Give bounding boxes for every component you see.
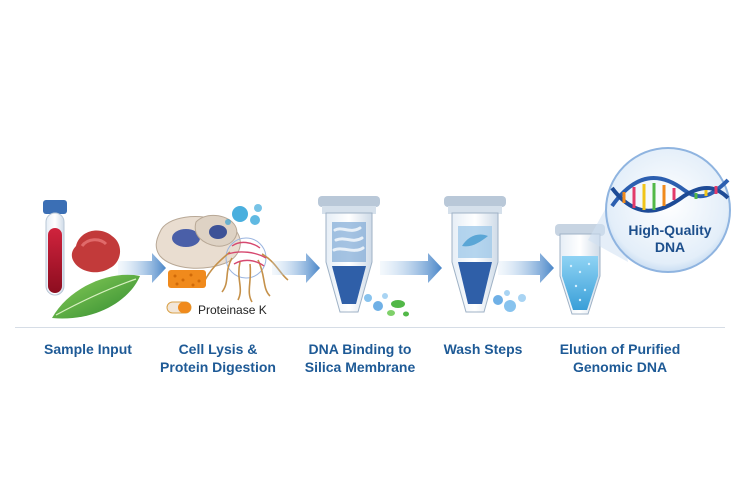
step-label-sample-input: Sample Input [44, 341, 132, 357]
enzyme-label: Proteinase K [198, 303, 267, 317]
tissue-icon [71, 230, 121, 273]
result-bubble-label: High-Quality DNA [628, 222, 712, 255]
collection-tube-icon [555, 224, 605, 315]
enzyme-capsule-icon [166, 301, 192, 314]
arrow-right-icon [498, 253, 554, 283]
droplets-icon [364, 293, 409, 317]
column-tube-icon [318, 196, 380, 313]
column-tube-icon [444, 196, 506, 313]
arrow-right-icon [380, 253, 442, 283]
leaf-icon [52, 274, 140, 319]
enzyme-block-icon [168, 270, 206, 288]
step-label-elution: Elution of Purified Genomic DNA [559, 341, 681, 375]
divider-line [15, 327, 725, 328]
lysed-cell-icon [203, 204, 289, 303]
droplets-icon [493, 290, 526, 312]
step-label-dna-binding: DNA Binding to Silica Membrane [304, 341, 416, 375]
blood-tube-icon [43, 200, 67, 296]
dna-helix-icon [610, 176, 730, 213]
step-label-wash: Wash Steps [443, 341, 523, 357]
step-label-cell-lysis: Cell Lysis & Protein Digestion [160, 341, 276, 375]
arrow-right-icon [118, 253, 166, 283]
result-bubble [605, 147, 731, 273]
cell-icon [155, 215, 241, 269]
arrow-right-icon [272, 253, 320, 283]
